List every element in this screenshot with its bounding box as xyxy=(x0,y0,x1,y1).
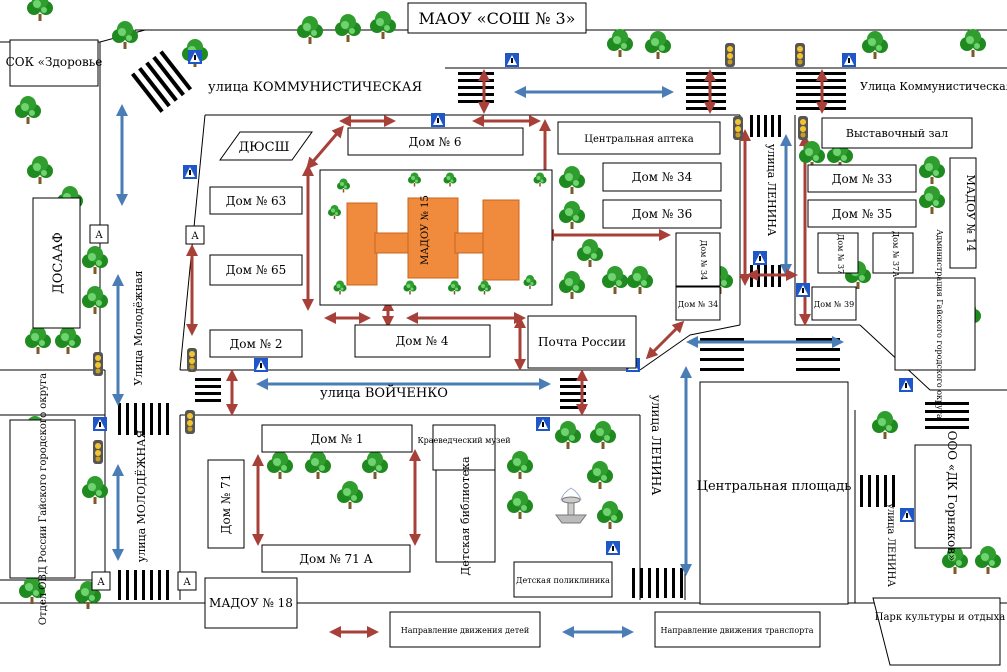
sok-label: СОК «Здоровье xyxy=(6,55,103,69)
dyush-label: ДЮСШ xyxy=(239,140,290,155)
legend-children-label: Направление движения детей xyxy=(401,626,530,635)
legend: Направление движения детей Направление д… xyxy=(329,611,821,648)
street-lenina-label-top: улица ЛЕНИНА xyxy=(765,144,778,237)
ovd-label: Отдел ОВД России Гайского городского окр… xyxy=(38,373,49,625)
street-molod-label: Улица Молодёжная xyxy=(132,270,145,385)
school-box xyxy=(407,2,587,34)
poliklinika-label: Детская поликлиника xyxy=(516,576,610,585)
dyush-box xyxy=(219,131,313,161)
dom71-label: Дом № 71 xyxy=(219,474,233,535)
street-lenina-label-mid: улица ЛЕНИНА xyxy=(649,395,663,496)
buildings: МАОУ «СОШ № 3» СОК «Здоровье ДЮСШ Дом № … xyxy=(6,2,1006,666)
park-label: Парк культуры и отдыха xyxy=(875,612,1006,623)
apteka-label: Центральная аптека xyxy=(584,134,693,145)
dom34c-label: Дом № 34 xyxy=(678,300,718,309)
vystavochny-label: Выставочный зал xyxy=(846,127,948,140)
madou15-label: МАДОУ № 15 xyxy=(420,195,431,265)
pochta-label: Почта России xyxy=(538,335,626,349)
school-label: МАОУ «СОШ № 3» xyxy=(419,9,576,28)
bus-stop-label: А xyxy=(95,230,103,241)
dom4-label: Дом № 4 xyxy=(396,334,449,348)
dom37a-label: Дом № 37А xyxy=(891,231,900,277)
fountain-icon xyxy=(555,487,587,524)
bus-stop-label: А xyxy=(183,577,191,588)
dom65-label: Дом № 65 xyxy=(226,263,287,277)
dom6-label: Дом № 6 xyxy=(409,135,462,149)
dom2-label: Дом № 2 xyxy=(230,337,283,351)
street-names: улица КОММУНИСТИЧЕСКАЯ Улица Коммунистич… xyxy=(132,80,1007,587)
sok-box xyxy=(9,39,99,87)
dom33-label: Дом № 33 xyxy=(832,172,893,186)
bus-stop-label: А xyxy=(97,577,105,588)
transport-arrows xyxy=(112,86,844,576)
admin-label: Администрация Гайского городского округа xyxy=(935,229,944,419)
dom71a-label: Дом № 71 А xyxy=(299,552,372,566)
bus-stop-label: А xyxy=(191,231,199,242)
dk-label: ООО «ДК Горняков» xyxy=(945,431,959,562)
biblio-label: Детская библиотека xyxy=(459,456,472,576)
street-voychenko-label: улица ВОЙЧЕНКО xyxy=(320,384,448,401)
ploshad-label: Центральная площадь xyxy=(697,479,852,494)
madou14-label: МАДОУ № 14 xyxy=(964,175,977,252)
dom35-label: Дом № 35 xyxy=(832,207,893,221)
muzey-label: Краеведческий музей xyxy=(417,436,510,445)
street-molod-label-2: улица МОЛОДЁЖНАЯ xyxy=(134,430,148,563)
dom34b-label: Дом № 34 xyxy=(699,240,708,280)
madou18-label: МАДОУ № 18 xyxy=(209,596,293,610)
dom63-label: Дом № 63 xyxy=(226,194,287,208)
street-lenina-label-right: улица ЛЕНИНА xyxy=(885,503,896,587)
dom1-label: Дом № 1 xyxy=(311,432,364,446)
legend-transport-label: Направление движения транспорта xyxy=(661,626,814,635)
dom34a-label: Дом № 34 xyxy=(632,170,693,184)
dosaaf-label: ДОСААФ xyxy=(51,232,66,294)
dom37-label: Дом № 37 xyxy=(836,234,845,274)
street-kommun-label: улица КОММУНИСТИЧЕСКАЯ xyxy=(208,80,422,95)
dom39-label: Дом № 39 xyxy=(814,300,854,309)
bus-stop-markers: А А А А xyxy=(89,224,205,591)
madou15-compound: МАДОУ № 15 xyxy=(319,169,553,306)
dom36-label: Дом № 36 xyxy=(632,207,693,221)
street-kommun-label-2: Улица Коммунистическая xyxy=(860,80,1007,93)
